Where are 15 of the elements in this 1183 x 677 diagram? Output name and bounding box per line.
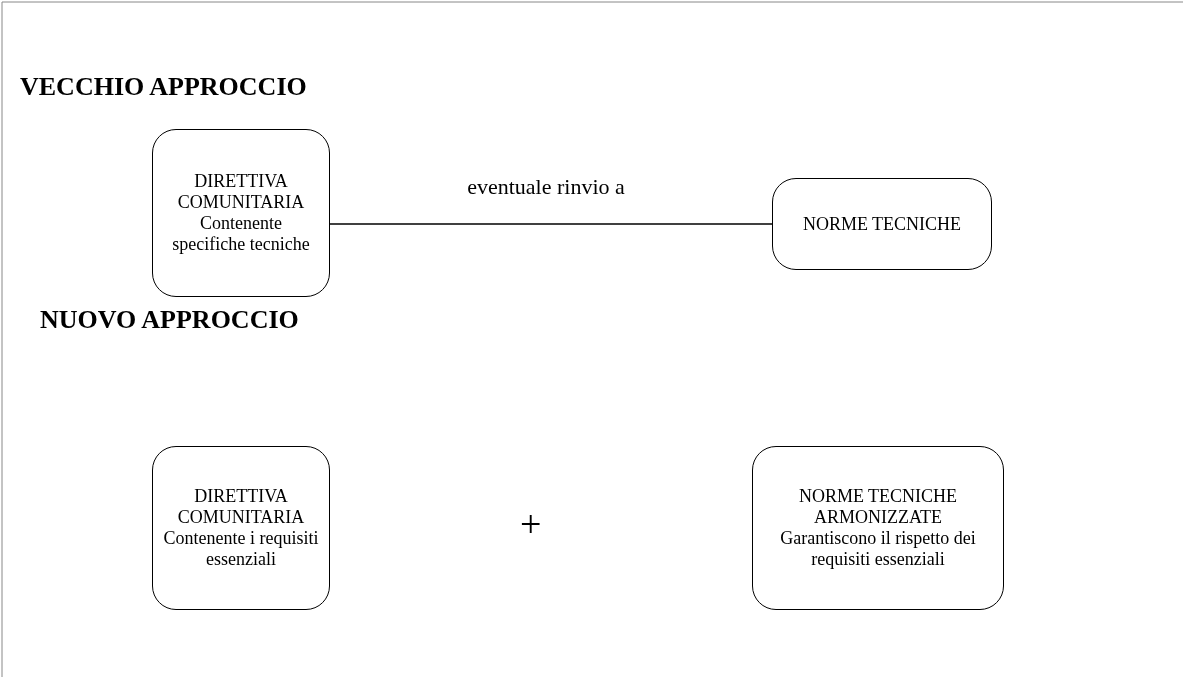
box-text: Contenente i requisiti essenziali bbox=[163, 528, 319, 570]
plus-sign: + bbox=[520, 505, 542, 543]
box-heading: NORME TECNICHE ARMONIZZATE bbox=[797, 486, 959, 528]
rounded-box bbox=[772, 178, 992, 270]
box-text: Garantiscono il rispetto dei requisiti essenziali bbox=[779, 528, 977, 570]
section-heading: NUOVO APPROCCIO bbox=[40, 305, 299, 335]
box-heading: NORME TECNICHE bbox=[802, 213, 962, 235]
section-heading: VECCHIO APPROCCIO bbox=[20, 72, 307, 102]
box-heading: DIRETTIVA COMUNITARIA bbox=[176, 171, 306, 213]
box-text: Contenente specifiche tecniche bbox=[171, 213, 311, 255]
rounded-box bbox=[752, 446, 1004, 610]
rounded-box bbox=[152, 446, 330, 610]
box-heading: DIRETTIVA COMUNITARIA bbox=[176, 486, 306, 528]
connector-line bbox=[329, 223, 773, 225]
rounded-box bbox=[152, 129, 330, 297]
